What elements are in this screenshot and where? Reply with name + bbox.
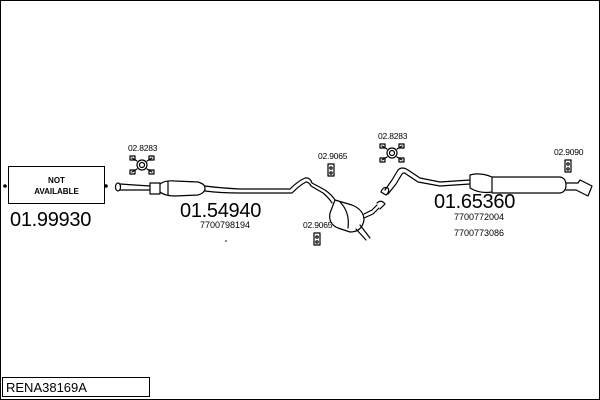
accessory-code-clamp-1: 02.8283 [128, 143, 158, 153]
oem-number-rear-silencer-1: 7700772004 [454, 212, 505, 222]
oem-number-front-pipe: 7700798194 [200, 220, 251, 230]
not-available-box: NOT AVAILABLE [8, 166, 105, 204]
rubber-hanger-icon [564, 159, 572, 173]
not-available-line2: AVAILABLE [34, 187, 79, 196]
middle-silencer [329, 199, 386, 241]
front-pipe [114, 177, 336, 204]
part-number-not-available: 01.99930 [10, 209, 92, 231]
rear-pipe [380, 167, 471, 196]
marker-right [104, 184, 108, 188]
rubber-hanger-icon [327, 163, 335, 177]
marker-left [3, 184, 7, 188]
not-available-line1: NOT [48, 176, 65, 185]
rear-silencer [469, 173, 593, 197]
accessory-code-hanger-2: 02.9065 [303, 220, 333, 230]
clamp-icon [129, 155, 155, 175]
reference-code: RENA38169A [2, 377, 150, 397]
accessory-code-hanger-3: 02.9090 [554, 147, 584, 157]
accessory-code-hanger-1: 02.9065 [318, 151, 348, 161]
oem-number-rear-silencer-2: 7700773086 [454, 228, 505, 238]
accessory-code-clamp-2: 02.8283 [378, 131, 408, 141]
part-number-front-pipe: 01.54940 [180, 200, 262, 222]
part-number-rear-silencer: 01.65360 [434, 191, 516, 213]
stray-dot [225, 240, 227, 242]
rubber-hanger-icon [313, 232, 321, 246]
clamp-icon [379, 143, 405, 163]
